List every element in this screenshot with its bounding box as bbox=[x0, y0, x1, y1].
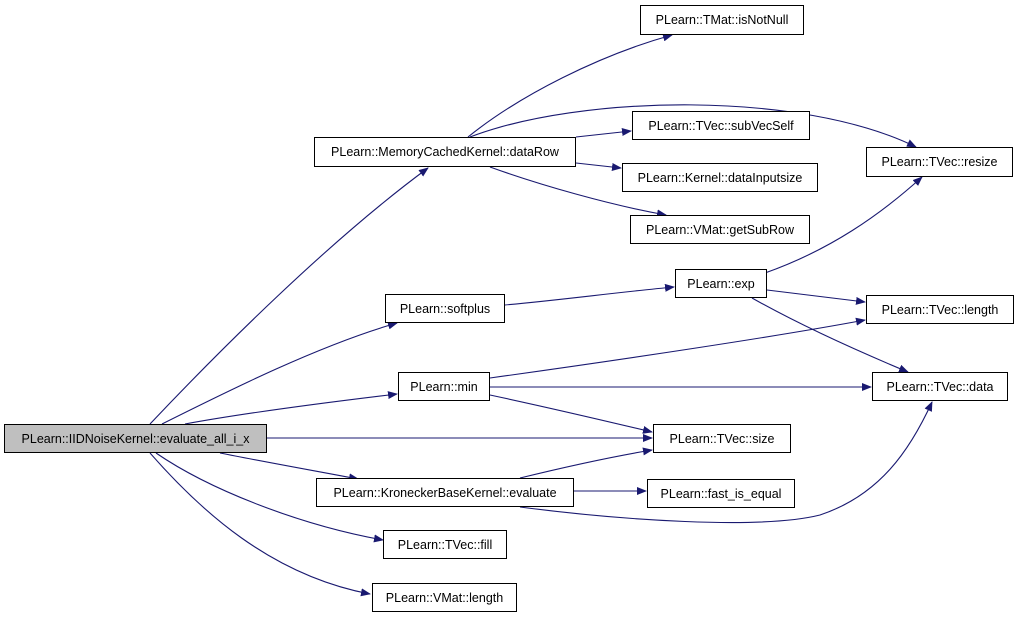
edge-kbk-evaluate-to-tvec-size bbox=[519, 447, 653, 479]
edge-root-to-vmat-length bbox=[149, 452, 371, 597]
node-memorycachedkernel-datarow[interactable]: PLearn::MemoryCachedKernel::dataRow bbox=[314, 137, 576, 167]
edge-softplus-to-exp bbox=[504, 283, 675, 306]
edge-kbk-evaluate-to-tvec-data bbox=[519, 401, 933, 524]
edge-root-to-mck-datarow bbox=[149, 167, 429, 425]
node-min[interactable]: PLearn::min bbox=[398, 372, 490, 401]
edge-exp-to-tvec-resize bbox=[764, 176, 923, 274]
node-tmat-isnotnull[interactable]: PLearn::TMat::isNotNull bbox=[640, 5, 804, 35]
node-tvec-size[interactable]: PLearn::TVec::size bbox=[653, 424, 791, 453]
edge-min-to-tvec-length bbox=[489, 317, 866, 379]
edge-root-to-softplus bbox=[161, 321, 398, 425]
node-kroneckerbasekernel-evaluate[interactable]: PLearn::KroneckerBaseKernel::evaluate bbox=[316, 478, 574, 507]
node-tvec-resize[interactable]: PLearn::TVec::resize bbox=[866, 147, 1013, 177]
edge-mck-datarow-to-tmat-isnotnull bbox=[467, 33, 673, 138]
node-tvec-data[interactable]: PLearn::TVec::data bbox=[872, 372, 1008, 401]
node-vmat-getsubrow[interactable]: PLearn::VMat::getSubRow bbox=[630, 215, 810, 244]
edge-mck-datarow-to-tvec-resize bbox=[469, 104, 917, 148]
edge-exp-to-tvec-length bbox=[766, 289, 866, 305]
edge-min-to-tvec-size bbox=[489, 394, 653, 434]
edge-mck-datarow-to-kernel-datainputsize bbox=[575, 162, 622, 171]
node-vmat-length[interactable]: PLearn::VMat::length bbox=[372, 583, 517, 612]
node-fast-is-equal[interactable]: PLearn::fast_is_equal bbox=[647, 479, 795, 508]
edge-root-to-kbk-evaluate bbox=[219, 452, 359, 482]
edge-root-to-min bbox=[184, 391, 398, 425]
edge-root-to-tvec-fill bbox=[155, 452, 384, 543]
edge-mck-datarow-to-tvec-subvecself bbox=[575, 127, 632, 138]
edge-mck-datarow-to-vmat-getsubrow bbox=[489, 166, 667, 218]
node-tvec-fill[interactable]: PLearn::TVec::fill bbox=[383, 530, 507, 559]
node-exp[interactable]: PLearn::exp bbox=[675, 269, 767, 298]
edge-exp-to-tvec-data bbox=[751, 297, 909, 373]
node-tvec-subvecself[interactable]: PLearn::TVec::subVecSelf bbox=[632, 111, 810, 140]
node-softplus[interactable]: PLearn::softplus bbox=[385, 294, 505, 323]
node-kernel-datainputsize[interactable]: PLearn::Kernel::dataInputsize bbox=[622, 163, 818, 192]
node-iidnoisekernel-evaluate-all-i-x: PLearn::IIDNoiseKernel::evaluate_all_i_x bbox=[4, 424, 267, 453]
node-tvec-length[interactable]: PLearn::TVec::length bbox=[866, 295, 1014, 324]
